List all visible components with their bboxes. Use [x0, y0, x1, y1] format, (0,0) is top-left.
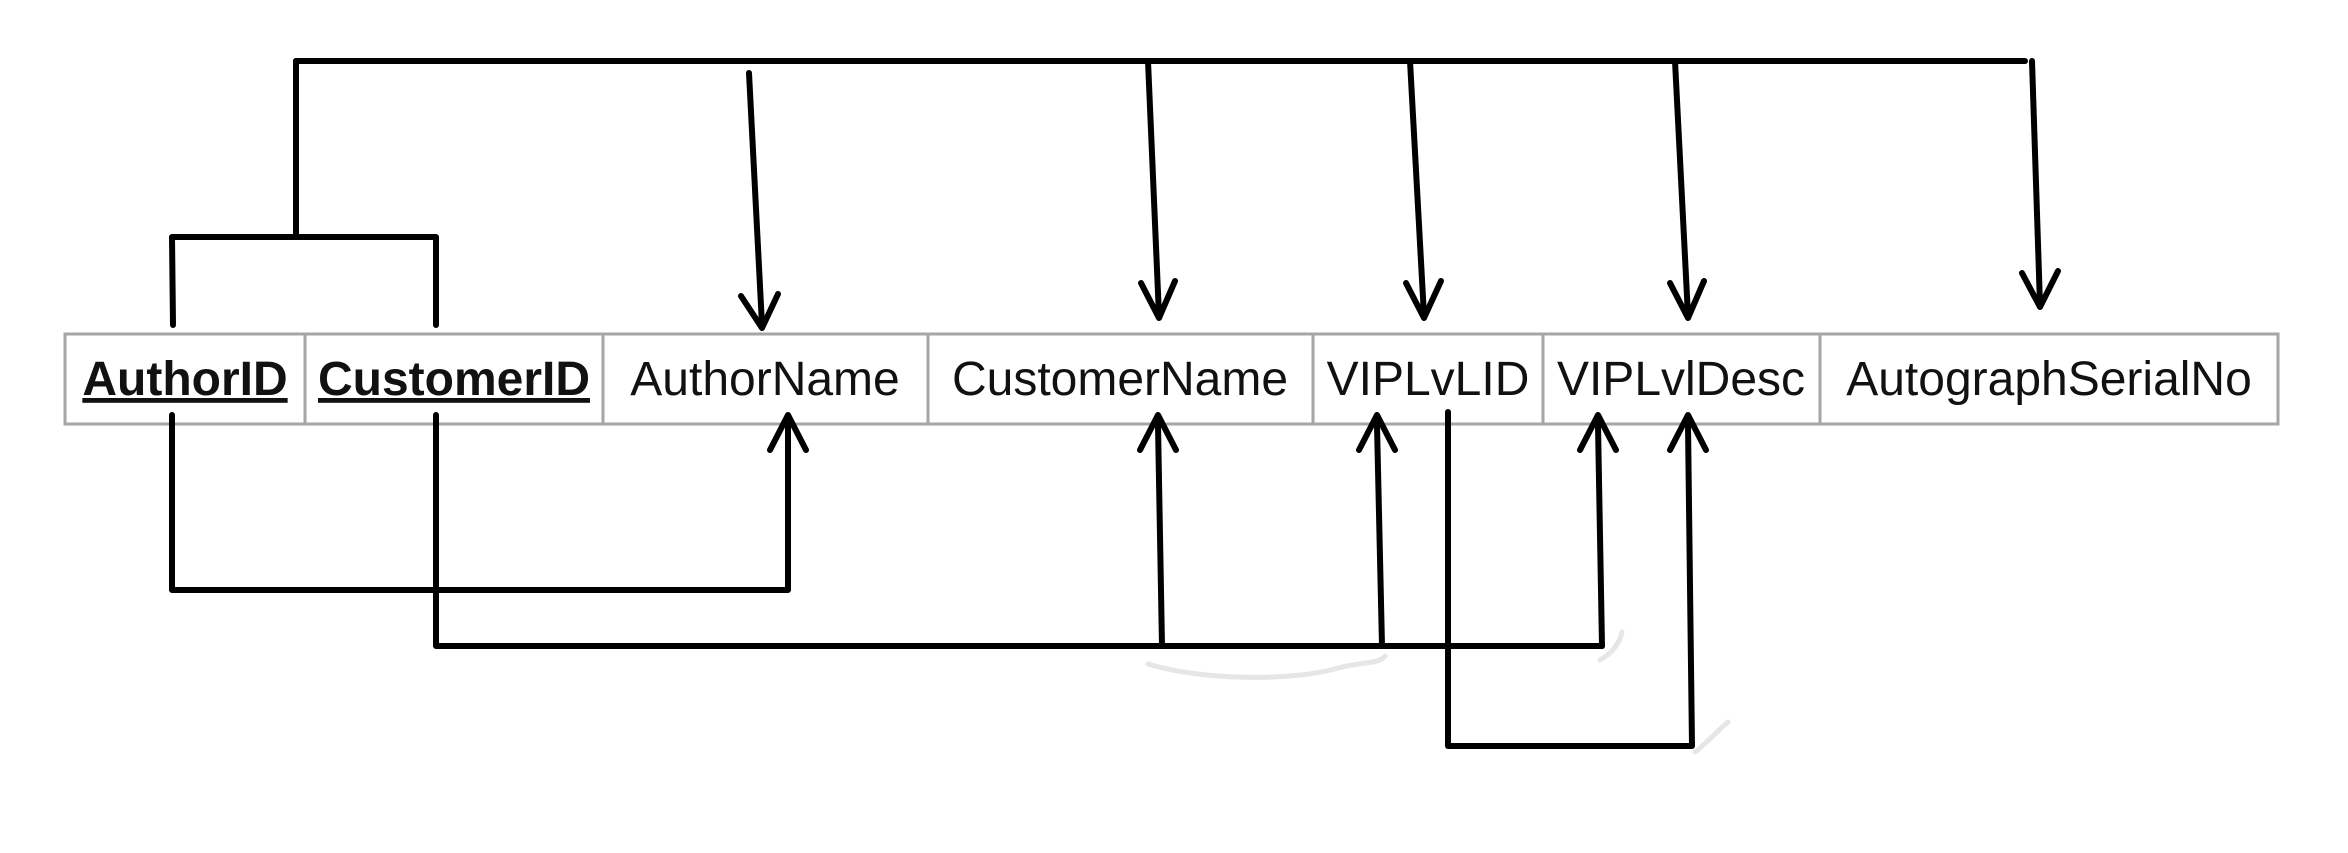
customer-id-to-vip-lvl-desc-line [1595, 422, 1605, 649]
customer-id-to-customer-name-head [1137, 412, 1179, 453]
arrow-to-customer-name-line [1145, 58, 1162, 319]
full-dependency-arrows [169, 58, 2061, 331]
attr-customer-name: CustomerName [952, 353, 1288, 406]
attr-box-customer-id [303, 332, 605, 426]
customer-id-to-customer-name-line [1155, 422, 1165, 649]
attr-vip-lvl-desc: VIPLvlDesc [1557, 353, 1805, 406]
eraser-smudge-mark [1145, 653, 1388, 680]
customer-id-bottom-line [433, 412, 1605, 649]
eraser-smudge-mark [1692, 719, 1731, 755]
key-bracket-line [169, 234, 439, 328]
customer-id-to-vip-lvl-desc-head [1577, 412, 1619, 453]
attr-box-vip-lvl-desc [1541, 332, 1822, 426]
attr-box-author-id [63, 332, 307, 426]
attr-box-autograph-serial-no [1818, 332, 2280, 426]
vip-lvl-id-to-vip-lvl-desc-head [1667, 412, 1709, 453]
attr-autograph-serial-no: AutographSerialNo [1846, 353, 2252, 406]
transitive-dependency-vip [1445, 409, 1731, 755]
attr-vip-lvl-id: VIPLvLID [1327, 353, 1530, 406]
arrow-to-vip-lvl-id-line [1407, 58, 1427, 319]
partial-dependency-author [169, 412, 809, 593]
attr-author-id: AuthorID [82, 353, 287, 406]
attr-customer-id: CustomerID [318, 353, 590, 406]
author-id-to-author-name-head [767, 412, 809, 453]
customer-id-to-vip-lvl-id-head [1356, 412, 1398, 453]
eraser-smudge-mark [1597, 629, 1625, 663]
author-id-to-author-name-line [169, 412, 791, 593]
arrow-to-vip-lvl-desc-line [1672, 58, 1691, 319]
partial-dependency-customer [433, 412, 1625, 680]
arrow-to-customer-name-head [1138, 278, 1178, 321]
attr-box-vip-lvl-id [1311, 332, 1545, 426]
arrow-to-vip-lvl-desc-head [1667, 278, 1707, 321]
arrow-to-autograph-serial-no-head [2019, 268, 2061, 310]
attr-box-author-name [601, 332, 930, 426]
arrow-to-vip-lvl-id-head [1403, 278, 1444, 321]
attr-author-name: AuthorName [630, 353, 899, 406]
arrow-to-author-name-head [738, 291, 781, 331]
arrow-to-autograph-serial-no-line [2029, 58, 2043, 308]
customer-id-to-vip-lvl-id-line [1374, 422, 1385, 649]
arrow-to-author-name-line [746, 70, 765, 328]
vip-lvl-id-to-vip-lvl-desc-line [1445, 409, 1695, 749]
attribute-table: AuthorID CustomerID AuthorName CustomerN… [63, 332, 2280, 426]
